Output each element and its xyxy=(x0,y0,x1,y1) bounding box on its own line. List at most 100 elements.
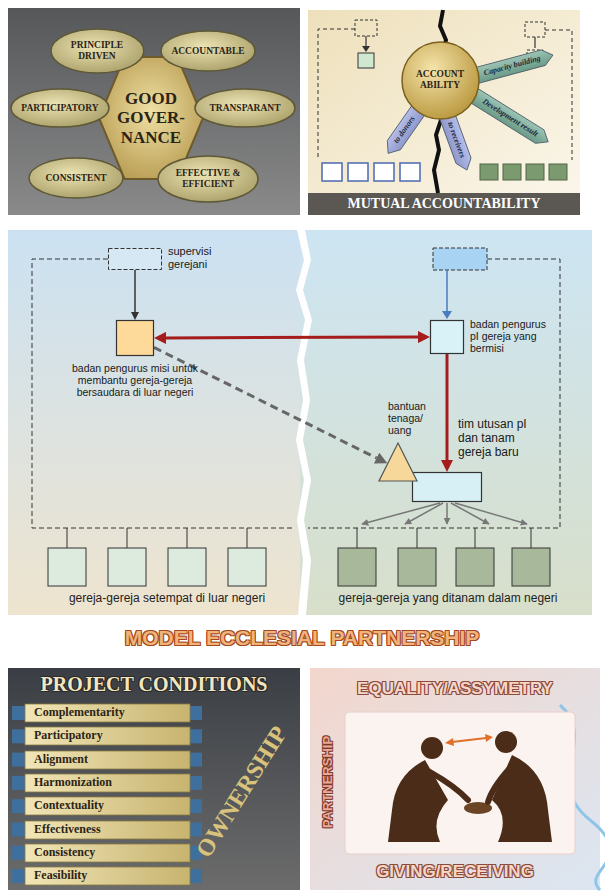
partnership-model-panel xyxy=(300,230,592,615)
node-text: ACCOUNTABLE xyxy=(171,46,244,57)
principle-oval-shape xyxy=(161,31,255,71)
partnership-illustration xyxy=(388,760,448,842)
partnership-illustration xyxy=(485,734,493,742)
condition-band: Alignment xyxy=(25,751,190,769)
partnership-model-panel xyxy=(338,548,376,586)
node-text: Development result xyxy=(481,97,540,139)
text-holder: CONSISTENT xyxy=(28,157,124,199)
text-holder: Feasibility xyxy=(25,867,190,885)
partnership-illustration xyxy=(445,738,454,746)
partnership-model-panel xyxy=(168,548,206,586)
principle-oval-shape xyxy=(51,29,144,73)
node-text: Participatory xyxy=(34,729,103,743)
partnership-model-panel xyxy=(455,503,527,524)
process-box: badan pengurus misi untuk membantu gerej… xyxy=(116,320,154,356)
support-triangle-outline xyxy=(378,442,418,482)
process-box-shape xyxy=(431,321,464,354)
text-holder: ACCOUNT ABILITY xyxy=(401,41,480,120)
node-text: to donors xyxy=(391,115,416,146)
condition-band-shape xyxy=(25,844,190,862)
connector xyxy=(134,270,136,312)
governance-panel xyxy=(8,8,300,215)
partnership-model-panel xyxy=(398,548,436,586)
node-text: PRINCIPLE DRIVEN xyxy=(60,40,134,62)
arrow-band: Capacity building xyxy=(469,47,555,84)
condition-band-shape xyxy=(25,704,190,722)
accountability-panel xyxy=(308,10,580,215)
text-holder: Development result xyxy=(468,87,553,148)
accountability-panel xyxy=(400,163,420,181)
ribbon-word: OWNERSHIP xyxy=(191,721,294,862)
node-text: ACCOUNT ABILITY xyxy=(410,69,470,91)
principle-oval-shape xyxy=(195,89,295,127)
principle-oval: PRINCIPLE DRIVEN xyxy=(50,28,145,74)
process-box-shape xyxy=(413,473,482,502)
condition-band: Complementarity xyxy=(25,704,190,722)
partnership-model-panel xyxy=(405,503,443,524)
accountability-panel xyxy=(362,46,370,52)
node-text: badan pengurus misi untuk membantu gerej… xyxy=(71,362,199,398)
partnership-illustration xyxy=(430,772,468,800)
partnership-model-panel xyxy=(456,548,494,586)
principle-oval-shape xyxy=(11,89,109,127)
condition-band-shape xyxy=(25,821,190,839)
partnership-model-panel xyxy=(308,259,560,528)
partnership-model-panel xyxy=(451,503,489,524)
arrow-band: Development result xyxy=(468,87,553,148)
condition-band: Participatory xyxy=(25,727,190,745)
dashed-box: supervisi gerejani xyxy=(108,248,162,270)
group-label: gereja-gereja yang ditanam dalam negeri xyxy=(306,592,590,606)
accountability-panel xyxy=(526,164,544,180)
accountability-panel xyxy=(348,163,368,181)
accountability-panel xyxy=(308,193,580,215)
node-text: Feasibility xyxy=(34,869,87,883)
node-text: Harmonization xyxy=(34,776,112,790)
node-text: TRANSPARANT xyxy=(209,103,280,114)
condition-band-shape xyxy=(25,797,190,815)
partnership-model-panel xyxy=(108,548,146,586)
partnership-model-panel xyxy=(433,248,487,270)
partnership-illustration xyxy=(421,737,443,759)
partnership-model-panel xyxy=(531,528,532,548)
partnership-model-panel xyxy=(247,528,248,548)
node-text: to receivers xyxy=(445,121,466,159)
partnership-model-panel xyxy=(48,548,86,586)
partnership-model-panel xyxy=(187,528,188,548)
text-holder: Consistency xyxy=(25,844,190,862)
node-text: tim utusan pI dan tanam gereja baru xyxy=(458,418,536,459)
dashed-box-shape xyxy=(109,249,162,270)
text-holder: Capacity building xyxy=(469,47,555,84)
partnership-model-panel xyxy=(357,528,358,548)
panel-title: PROJECT CONDITIONS xyxy=(10,673,298,696)
node-text: bantuan tenaga/ uang xyxy=(388,400,436,436)
arrow-band-shape xyxy=(381,102,427,158)
text-holder: Complementarity xyxy=(25,704,190,722)
condition-band: Contextuality xyxy=(25,797,190,815)
panel-title: MUTUAL ACCOUNTABILITY xyxy=(347,196,540,212)
accountability-panel xyxy=(374,163,394,181)
process-box-outline xyxy=(412,472,482,502)
vertical-word: PARTNERSHIP xyxy=(321,736,336,828)
accountability-panel xyxy=(355,20,377,36)
partnership-model-panel xyxy=(475,528,476,548)
partnership-model-panel xyxy=(446,503,448,524)
arrow-band-shape xyxy=(469,47,555,84)
condition-band-shape xyxy=(25,867,190,885)
node-text: PARTICIPATORY xyxy=(21,103,98,114)
ribbon-strip xyxy=(12,706,202,883)
partnership-model-panel xyxy=(296,230,312,615)
accountability-panel xyxy=(525,22,545,37)
node-text: Contextuality xyxy=(34,799,104,813)
support-triangle-shape xyxy=(379,443,417,481)
arrow-band-shape xyxy=(438,107,475,173)
condition-band-shape xyxy=(25,774,190,792)
condition-band-shape xyxy=(25,751,190,769)
accountability-panel xyxy=(534,37,535,48)
partnership-model-panel xyxy=(67,528,68,548)
partnership-illustration xyxy=(452,738,486,742)
partnership-model-panel xyxy=(512,548,550,586)
node-text: Complementarity xyxy=(34,706,125,720)
accountability-panel xyxy=(318,29,355,160)
node-text: EFFECTIVE & EFFICIENT xyxy=(168,168,248,190)
